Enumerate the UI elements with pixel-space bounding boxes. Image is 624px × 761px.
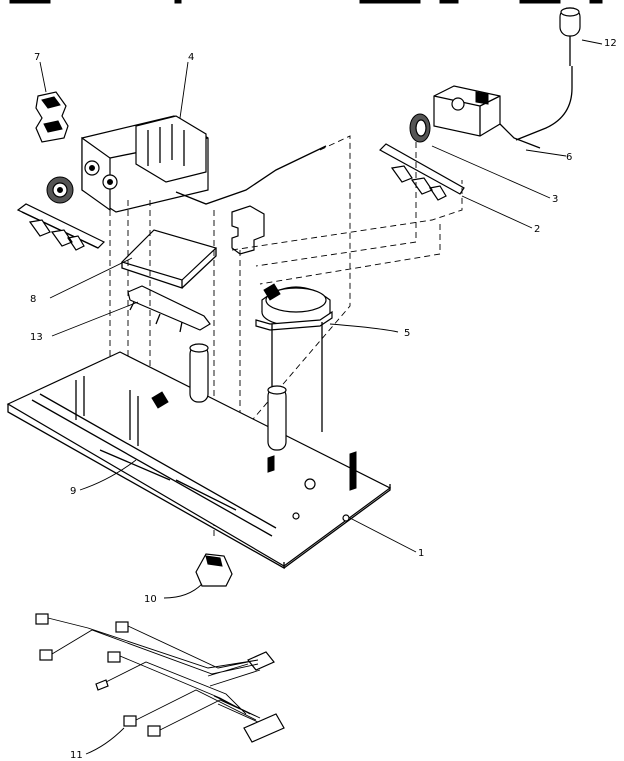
top-edge-marks — [9, 0, 603, 4]
part-4-motor-housing — [81, 115, 327, 213]
callout-12: 12 — [604, 38, 617, 49]
callout-1: 1 — [418, 548, 424, 559]
callout-13: 13 — [30, 332, 43, 343]
callout-2: 2 — [534, 224, 540, 235]
part-12-capsule — [515, 7, 581, 141]
part-11-wire-harness — [35, 613, 285, 743]
callout-3: 3 — [552, 194, 558, 205]
part-8-plate — [120, 229, 218, 289]
callout-9: 9 — [70, 486, 76, 497]
part-10-connector — [195, 553, 233, 587]
part-7-clip — [35, 91, 69, 143]
part-6-control — [433, 85, 541, 149]
part-gear-left — [46, 176, 74, 204]
callout-4: 4 — [188, 52, 194, 63]
callout-labels: 7 4 12 6 3 2 8 13 5 9 1 10 11 — [30, 38, 617, 761]
callout-10: 10 — [144, 594, 157, 605]
leader-lines — [39, 39, 603, 755]
callout-6: 6 — [566, 152, 572, 163]
part-3-gear — [409, 113, 431, 143]
part-2-rack — [379, 143, 465, 201]
part-5-timer — [255, 283, 333, 444]
callout-7: 7 — [34, 52, 40, 63]
part-rack-left — [16, 203, 106, 251]
alignment-guides — [109, 135, 463, 540]
callout-5: 5 — [404, 328, 410, 339]
callout-11: 11 — [70, 750, 83, 761]
part-1-base — [6, 343, 392, 570]
callout-8: 8 — [30, 294, 36, 305]
part-13-bracket — [127, 285, 211, 333]
part-small-block — [231, 205, 265, 255]
